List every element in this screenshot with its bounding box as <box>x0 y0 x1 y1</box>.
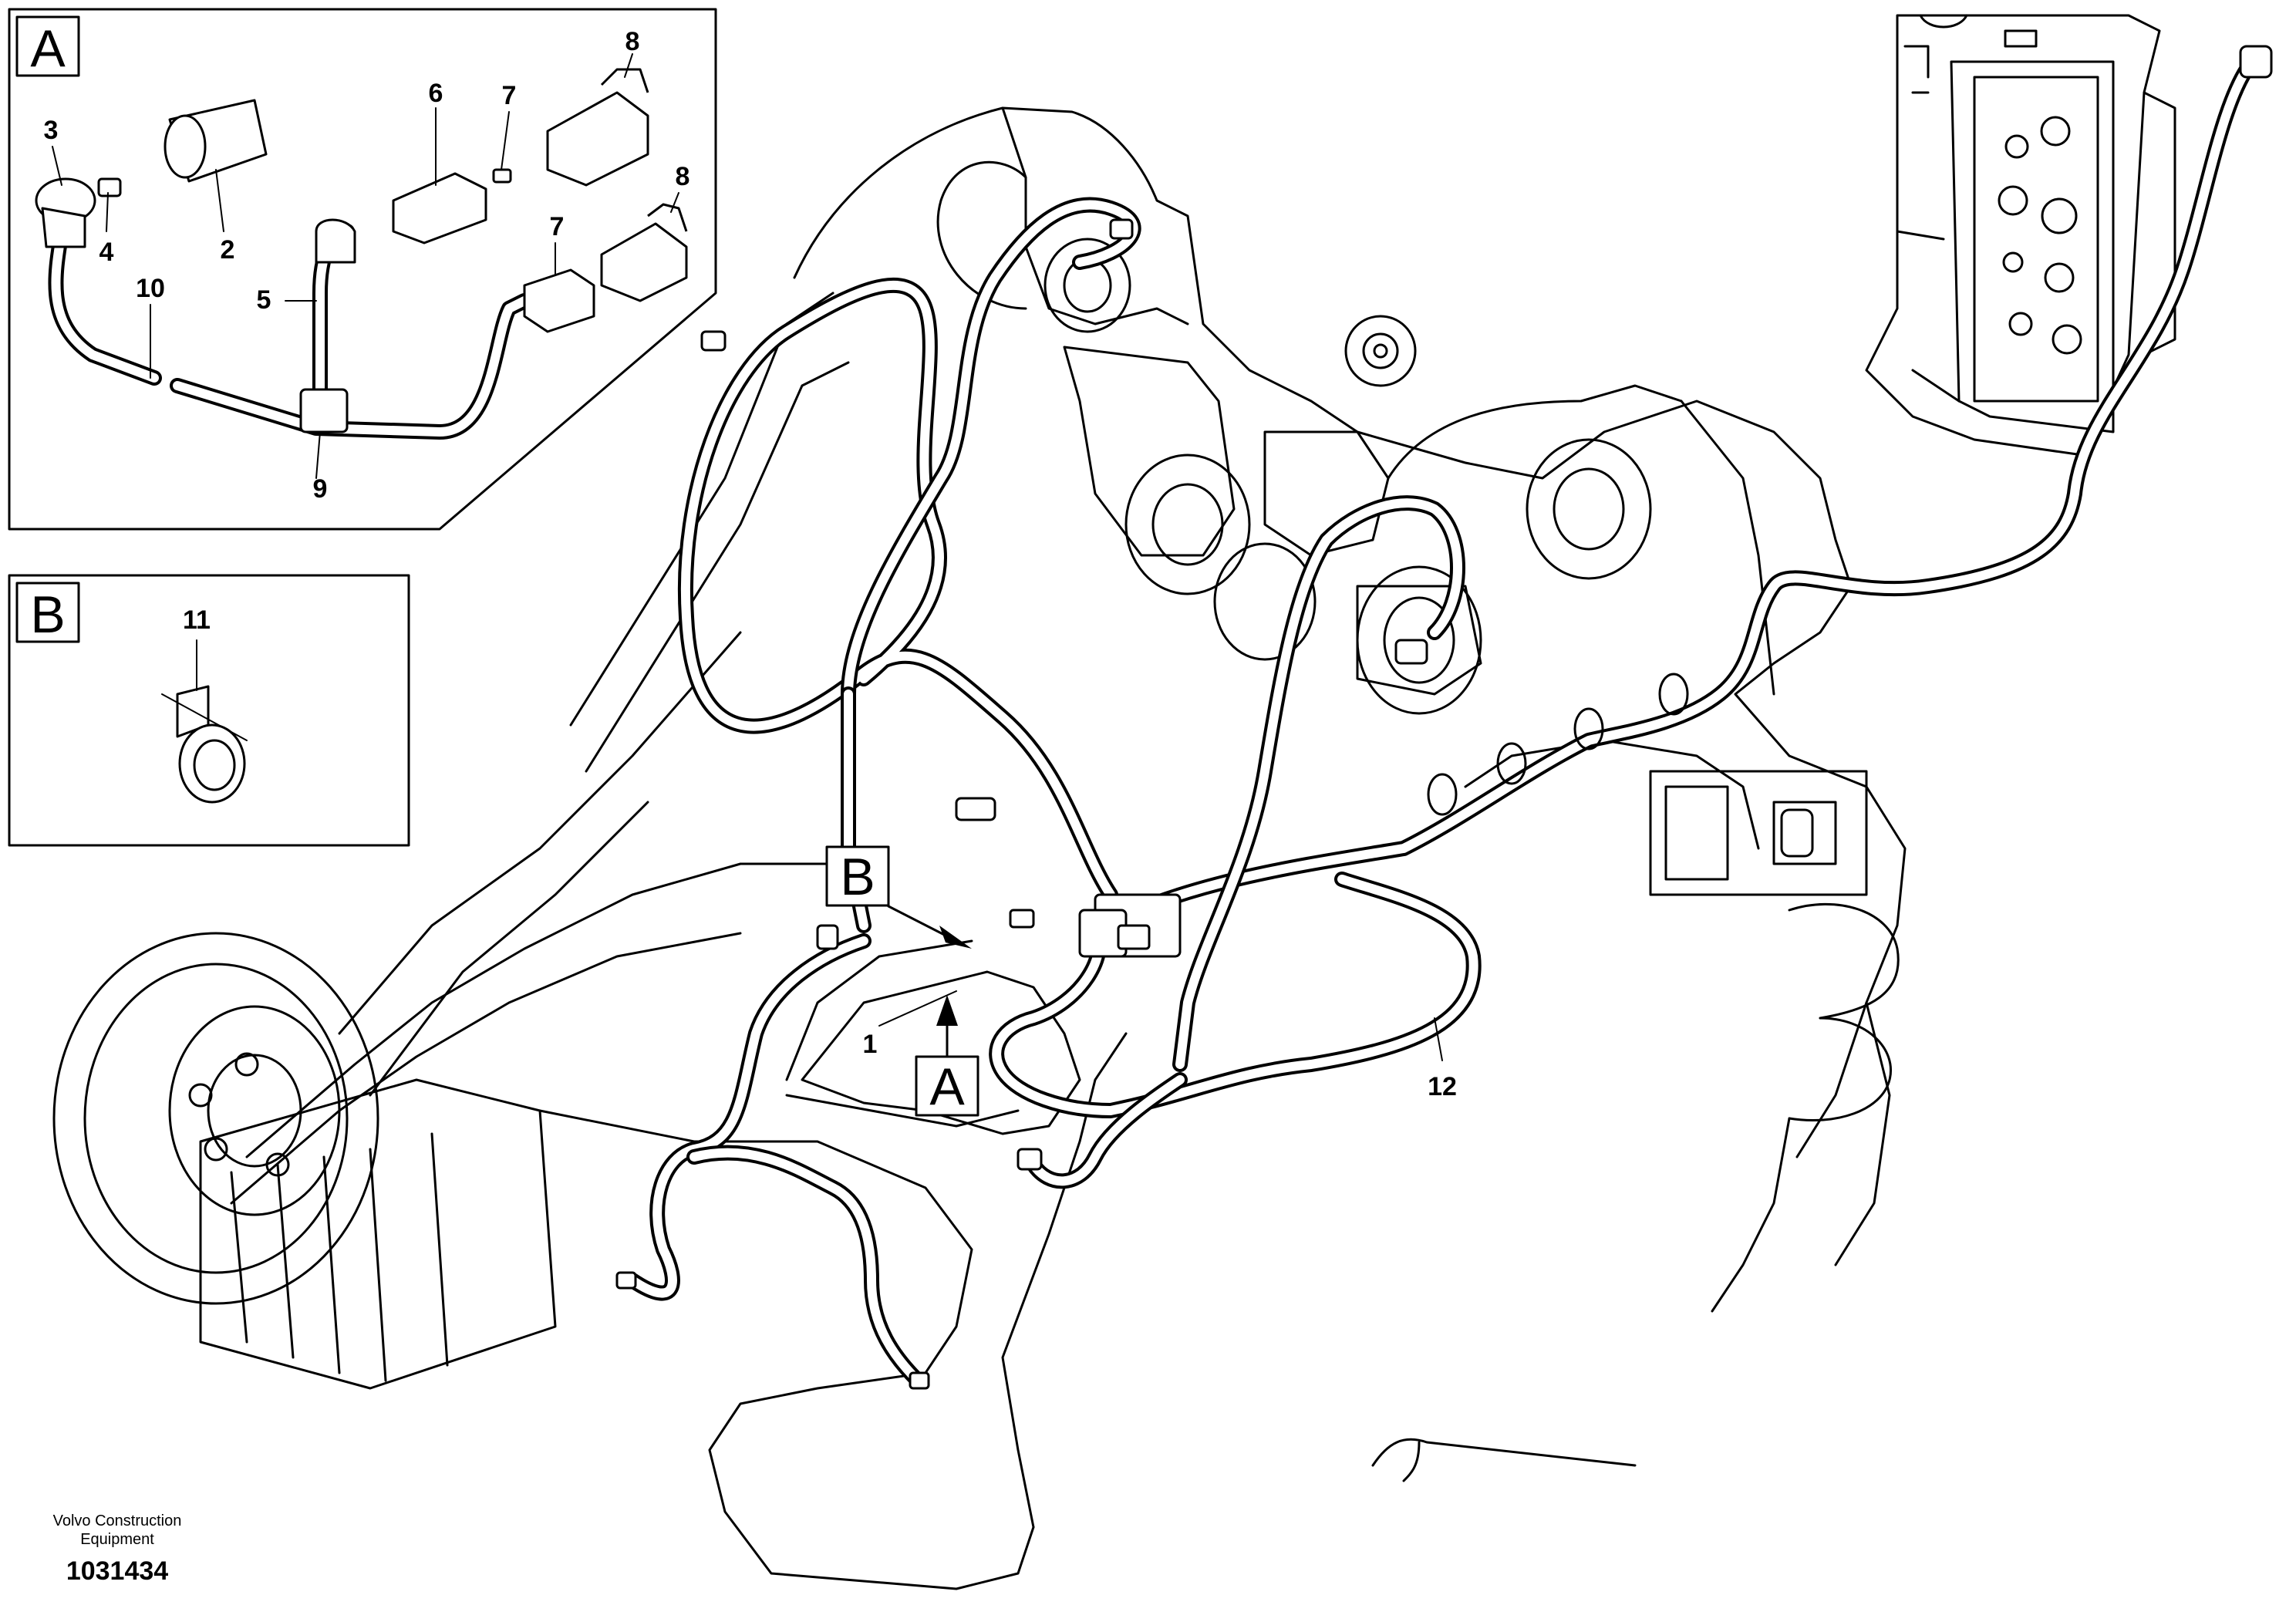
callout-5: 5 <box>257 285 271 315</box>
callout-3: 3 <box>44 116 59 145</box>
callout-1: 1 <box>863 1030 878 1059</box>
callout-8-top: 8 <box>625 27 640 56</box>
detail-view-b: B 11 <box>8 574 410 847</box>
callout-2: 2 <box>221 235 235 265</box>
callout-9: 9 <box>313 474 328 504</box>
callout-11: 11 <box>183 605 211 635</box>
detail-view-a-tag: A <box>30 19 66 78</box>
callout-6: 6 <box>429 79 443 108</box>
wiring-harness <box>615 45 2273 1390</box>
drawing-footer: Volvo Construction Equipment 1031434 <box>53 1512 182 1586</box>
callout-7-top: 7 <box>502 81 517 110</box>
callout-12: 12 <box>1428 1072 1457 1101</box>
callout-7-lower: 7 <box>550 212 565 241</box>
company-name-line2: Equipment <box>80 1531 154 1548</box>
main-marker-b: B <box>840 848 875 906</box>
drawing-number: 1031434 <box>66 1556 168 1586</box>
company-name-line1: Volvo Construction <box>53 1512 182 1529</box>
main-view-annotations: B A 1 12 <box>825 845 1457 1117</box>
callout-10: 10 <box>136 274 165 303</box>
machine-frame-outline <box>52 106 1907 1590</box>
electrical-panel <box>1865 14 2176 457</box>
detail-view-b-tag: B <box>30 585 65 644</box>
callout-8-lower: 8 <box>676 162 690 191</box>
detail-view-a: A <box>8 8 717 531</box>
main-marker-a: A <box>929 1057 965 1116</box>
callout-4: 4 <box>99 238 114 267</box>
